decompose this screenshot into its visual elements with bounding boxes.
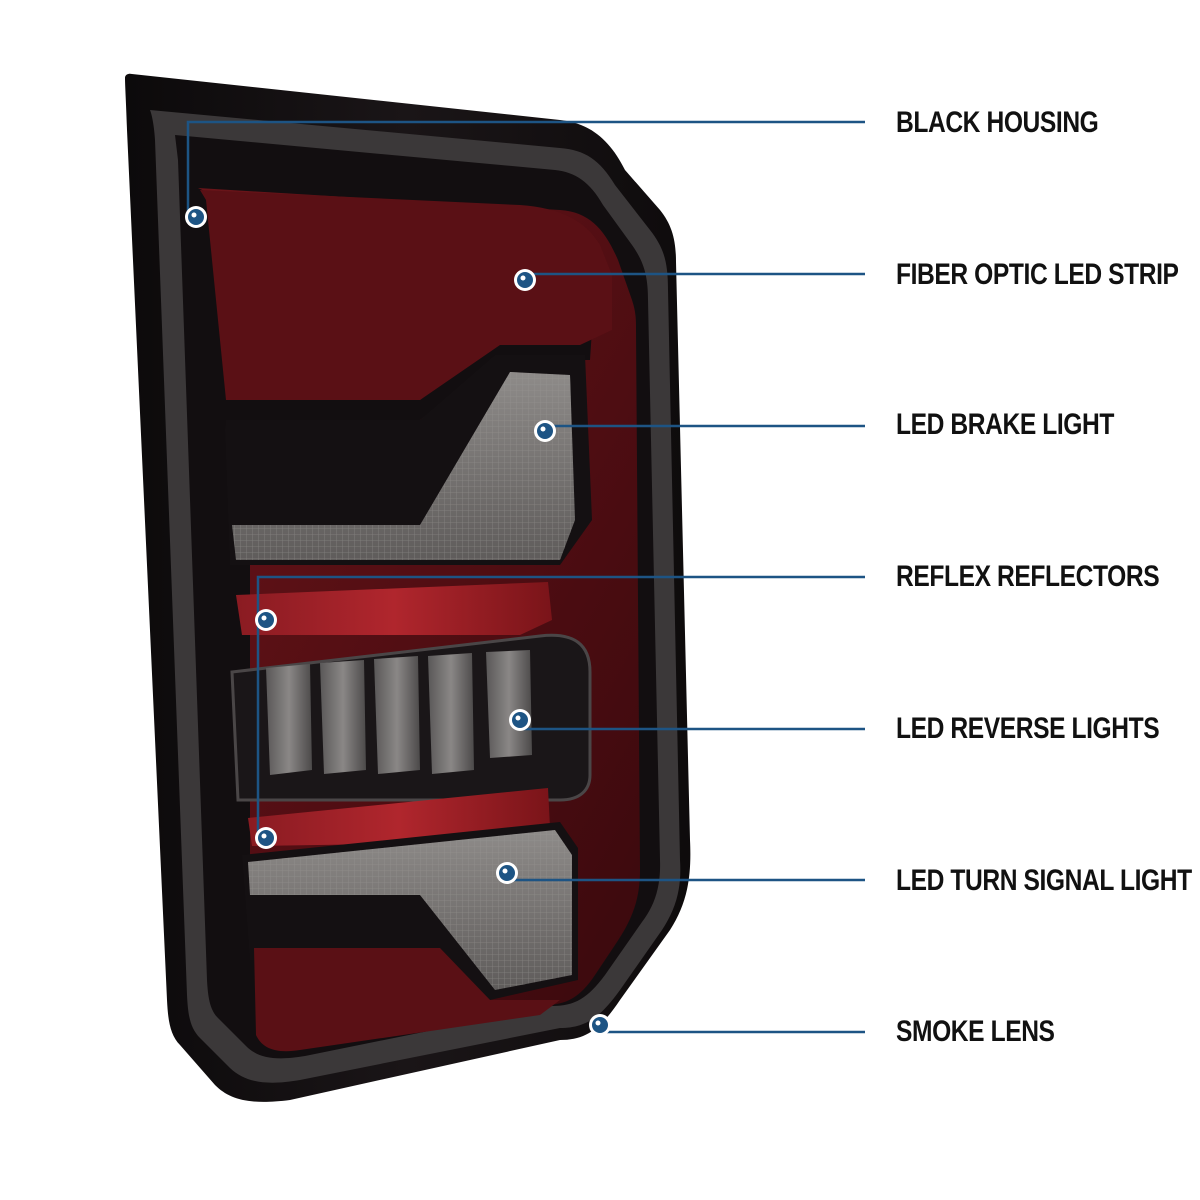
callout-line-black-housing (186, 120, 865, 217)
label-smoke-lens: SMOKE LENS (896, 1015, 1055, 1048)
callout-dot-highlight-reflex-reflectors-1 (261, 615, 267, 621)
callout-line-smoke-lens (598, 1025, 865, 1034)
callout-line-reflex-reflectors (256, 575, 865, 838)
callout-dot-core-led-reverse-lights (512, 712, 528, 728)
label-fiber-optic-led-strip: FIBER OPTIC LED STRIP (896, 258, 1179, 291)
callout-dot-core-black-housing (188, 209, 204, 225)
callout-dot-highlight-led-brake-light (540, 426, 546, 432)
callout-dot-highlight-fiber-optic-led-strip (520, 275, 526, 281)
label-led-brake-light: LED BRAKE LIGHT (896, 408, 1114, 441)
callout-dot-core-reflex-reflectors-1 (258, 612, 274, 628)
callout-dot-highlight-led-reverse-lights (515, 715, 521, 721)
reverse-led-blocks (266, 650, 532, 775)
brake-light-texture (232, 372, 575, 560)
callout-dot-core-reflex-reflectors-2 (258, 830, 274, 846)
callout-lines (185, 120, 865, 1036)
label-led-reverse-lights: LED REVERSE LIGHTS (896, 712, 1160, 745)
upper-reflector (236, 582, 552, 635)
upper-red-lens (200, 190, 612, 400)
callout-dot-highlight-led-turn-signal-light (502, 868, 508, 874)
callout-dot-core-led-turn-signal-light (499, 865, 515, 881)
callout-dot-core-fiber-optic-led-strip (517, 272, 533, 288)
turn-signal-texture (248, 830, 572, 990)
callout-dot-highlight-smoke-lens (595, 1020, 601, 1026)
label-led-turn-signal-light: LED TURN SIGNAL LIGHT (896, 864, 1192, 897)
lower-red-lens (254, 948, 560, 1052)
label-reflex-reflectors: REFLEX REFLECTORS (896, 560, 1160, 593)
callout-dot-highlight-reflex-reflectors-2 (261, 833, 267, 839)
callout-dot-highlight-black-housing (191, 212, 197, 218)
callout-dot-core-led-brake-light (537, 423, 553, 439)
callout-dot-core-smoke-lens (592, 1017, 608, 1033)
label-black-housing: BLACK HOUSING (896, 106, 1099, 139)
